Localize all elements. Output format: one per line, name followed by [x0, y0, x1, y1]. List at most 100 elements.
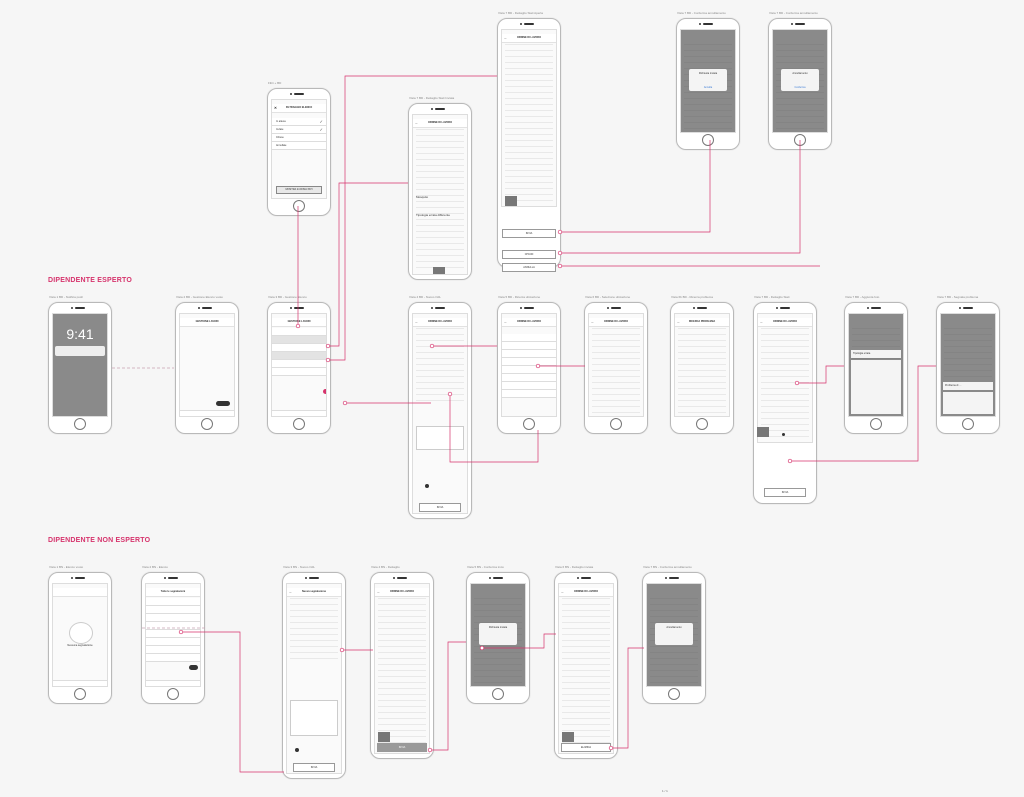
list-item[interactable] — [146, 638, 200, 646]
home-button[interactable] — [870, 418, 882, 430]
send-button[interactable]: INVIA — [377, 743, 427, 752]
attached-photo[interactable] — [757, 427, 769, 437]
list-item[interactable] — [146, 606, 200, 614]
list-item[interactable] — [272, 336, 326, 344]
tab-bar[interactable] — [146, 680, 200, 686]
phone-non-expert-empty: Vista 1 BN - Elenco vuoto Nessuna segnal… — [48, 565, 112, 704]
home-button[interactable] — [962, 418, 974, 430]
dialog-action[interactable]: Annulla — [703, 85, 713, 89]
back-arrow-icon[interactable]: ← — [415, 121, 419, 125]
send-button[interactable]: INVIA — [419, 503, 461, 512]
home-button[interactable] — [696, 418, 708, 430]
cancel-button[interactable]: ANNULLA — [502, 263, 556, 272]
push-notification[interactable] — [55, 346, 105, 356]
back-arrow-icon[interactable]: ← — [289, 590, 293, 594]
attached-photo[interactable] — [505, 196, 517, 206]
back-arrow-icon[interactable]: ← — [415, 320, 419, 324]
list-item[interactable] — [146, 654, 200, 662]
add-button[interactable] — [216, 401, 230, 406]
list-item[interactable] — [502, 350, 556, 358]
back-arrow-icon[interactable]: ← — [760, 320, 764, 324]
home-button[interactable] — [293, 418, 305, 430]
add-button[interactable] — [189, 665, 198, 670]
speaker — [697, 307, 707, 309]
home-button[interactable] — [492, 688, 504, 700]
title-text: ORDINE DI LAVORO — [427, 121, 453, 124]
list-item[interactable] — [502, 366, 556, 374]
speaker — [309, 577, 319, 579]
add-button[interactable] — [323, 389, 326, 394]
filter-option[interactable]: Chiuse — [272, 134, 326, 142]
attached-photo[interactable] — [562, 732, 574, 742]
camera-icon[interactable] — [782, 433, 785, 436]
list-item[interactable] — [272, 328, 326, 336]
filter-option[interactable]: In attesa✓ — [272, 118, 326, 126]
list-item[interactable] — [502, 342, 556, 350]
close-icon[interactable]: ✕ — [274, 106, 277, 110]
back-arrow-icon[interactable]: ← — [377, 590, 381, 594]
action-sheet[interactable] — [943, 392, 993, 414]
phone-non-expert-cancel: Vista 7 BN - Conferma annullamento Annul… — [642, 565, 706, 704]
attached-photo[interactable] — [378, 732, 390, 742]
show-results-button[interactable]: MOSTRA 24 RISULTATI — [276, 186, 322, 194]
home-button[interactable] — [293, 200, 305, 212]
list-item[interactable] — [146, 598, 200, 606]
list-item[interactable] — [272, 368, 326, 376]
phone-label: Vista 4 BN - Dettaglio — [371, 565, 400, 569]
screen: ←ORDINE DI LAVORO — [558, 583, 614, 754]
home-button[interactable] — [702, 134, 714, 146]
camera-icon[interactable] — [295, 748, 299, 752]
form-fields[interactable] — [290, 598, 338, 663]
send-button[interactable]: INVIA — [293, 763, 335, 772]
tab-bar[interactable] — [272, 410, 326, 416]
list-item[interactable] — [502, 390, 556, 398]
attached-photo[interactable] — [433, 267, 445, 274]
send-button[interactable]: INVIA — [502, 229, 556, 238]
phone-modal-cancel: Vista 7 BD - Conferma annullamento Annul… — [768, 11, 832, 150]
home-button[interactable] — [74, 418, 86, 430]
speaker — [294, 307, 304, 309]
home-button[interactable] — [74, 688, 86, 700]
home-button[interactable] — [523, 418, 535, 430]
action-sheet[interactable] — [851, 360, 901, 414]
camera-icon[interactable] — [425, 484, 429, 488]
tab-bar[interactable] — [180, 410, 234, 416]
filter-option[interactable]: Annullate — [272, 142, 326, 150]
form-fields[interactable] — [416, 328, 464, 403]
send-button[interactable]: INVIA — [764, 488, 806, 497]
filter-option[interactable]: Inviate✓ — [272, 126, 326, 134]
list-item[interactable] — [146, 630, 200, 638]
list-item[interactable] — [272, 352, 326, 360]
back-arrow-icon[interactable]: ← — [504, 36, 508, 40]
screen: ←ORDINE DI LAVORO — [412, 313, 468, 514]
camera — [71, 306, 73, 309]
speaker — [524, 23, 534, 25]
list-item[interactable] — [502, 358, 556, 366]
list-item[interactable] — [502, 334, 556, 342]
list-item[interactable] — [146, 622, 200, 630]
list-item[interactable] — [272, 360, 326, 368]
back-arrow-icon[interactable]: ← — [677, 320, 681, 324]
home-button[interactable] — [794, 134, 806, 146]
list-item[interactable] — [146, 614, 200, 622]
home-button[interactable] — [668, 688, 680, 700]
description-textarea[interactable] — [290, 700, 338, 736]
back-arrow-icon[interactable]: ← — [504, 320, 508, 324]
dialog-action[interactable]: Conferma — [794, 85, 806, 89]
page-number: 1 / 1 — [662, 789, 668, 793]
back-arrow-icon[interactable]: ← — [591, 320, 595, 324]
delete-button[interactable]: ELIMINA — [561, 743, 611, 752]
phone-lock-screen: Vista 1 BD - Notifica push 9:41 — [48, 295, 112, 434]
home-button[interactable] — [201, 418, 213, 430]
list-item[interactable] — [502, 382, 556, 390]
tab-bar[interactable] — [53, 680, 107, 686]
description-textarea[interactable] — [416, 426, 464, 450]
home-button[interactable] — [610, 418, 622, 430]
list-item[interactable] — [272, 344, 326, 352]
close-button[interactable]: CHIUDI — [502, 250, 556, 259]
problem-list[interactable] — [678, 328, 726, 414]
back-arrow-icon[interactable]: ← — [561, 590, 565, 594]
home-button[interactable] — [167, 688, 179, 700]
list-item[interactable] — [502, 374, 556, 382]
list-item[interactable] — [146, 646, 200, 654]
